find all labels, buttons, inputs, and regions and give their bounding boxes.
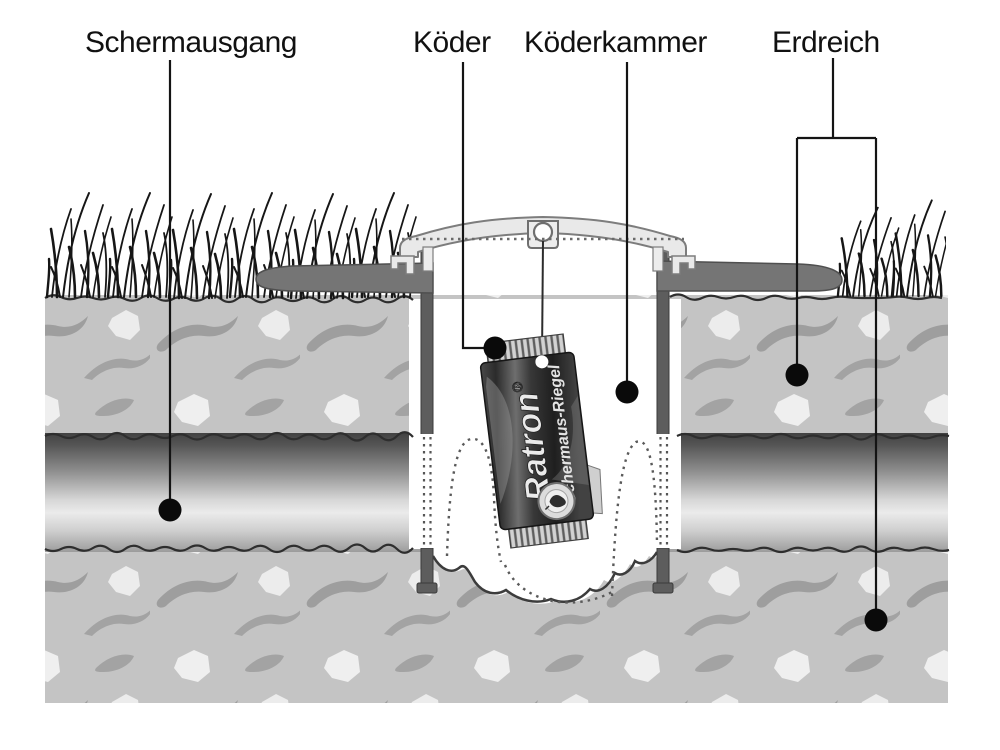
callout-line-erdreich	[795, 58, 878, 614]
label-schermausgang: Schermausgang	[85, 26, 297, 59]
dot-erdreich-upper	[785, 363, 809, 387]
pack-hang-hole	[535, 355, 549, 369]
pack-sheen	[486, 376, 513, 504]
station-wall-right-lower	[656, 547, 670, 587]
dot-koederkammer	[615, 380, 639, 404]
label-koederkammer: Köderkammer	[524, 26, 707, 59]
station-wing-left	[255, 262, 434, 294]
cap-clip-right	[652, 246, 664, 272]
pack-sheen-2	[551, 395, 589, 486]
label-koeder: Köder	[413, 26, 491, 59]
label-erdreich: Erdreich	[772, 26, 880, 59]
cap-clip-left	[422, 246, 434, 272]
station-foot-right	[652, 582, 674, 594]
callout-lines	[168, 58, 878, 614]
soil-gap-right	[669, 299, 681, 549]
tunnel-opening-outlines	[445, 437, 659, 604]
dot-koeder	[483, 336, 507, 360]
pack-logo	[537, 482, 576, 521]
tunnel-top-left	[44, 431, 414, 442]
dot-erdreich-lower	[864, 608, 888, 632]
callout-labels: Schermausgang Köder Köderkammer Erdreich	[85, 26, 880, 59]
ground-surface-right	[669, 293, 943, 302]
vole-silhouette	[549, 495, 566, 508]
dot-schermausgang	[158, 498, 182, 522]
grass-right	[836, 199, 946, 298]
tunnel-top-right	[676, 432, 950, 441]
bait-station	[255, 216, 843, 604]
callout-line-koeder	[461, 62, 488, 350]
station-foot-left	[416, 582, 438, 594]
chamber-bottom-line	[431, 551, 659, 603]
ground-surface-left	[44, 294, 414, 304]
contour-lines	[44, 293, 950, 603]
station-wall-hidden-sections	[419, 434, 671, 548]
tunnel-bottom-right	[676, 545, 950, 554]
soil-gap-left	[409, 299, 421, 549]
station-wall-left-lower	[420, 547, 434, 587]
callout-dots	[158, 336, 888, 632]
station-wing-right	[656, 260, 843, 292]
cap-hook-left	[390, 255, 415, 275]
tunnel-bottom-left	[44, 543, 414, 554]
bait-pack: Ratron® Schermaus-Riegel	[479, 333, 603, 549]
cap-hook-right	[671, 255, 696, 275]
station-cap	[390, 216, 696, 275]
